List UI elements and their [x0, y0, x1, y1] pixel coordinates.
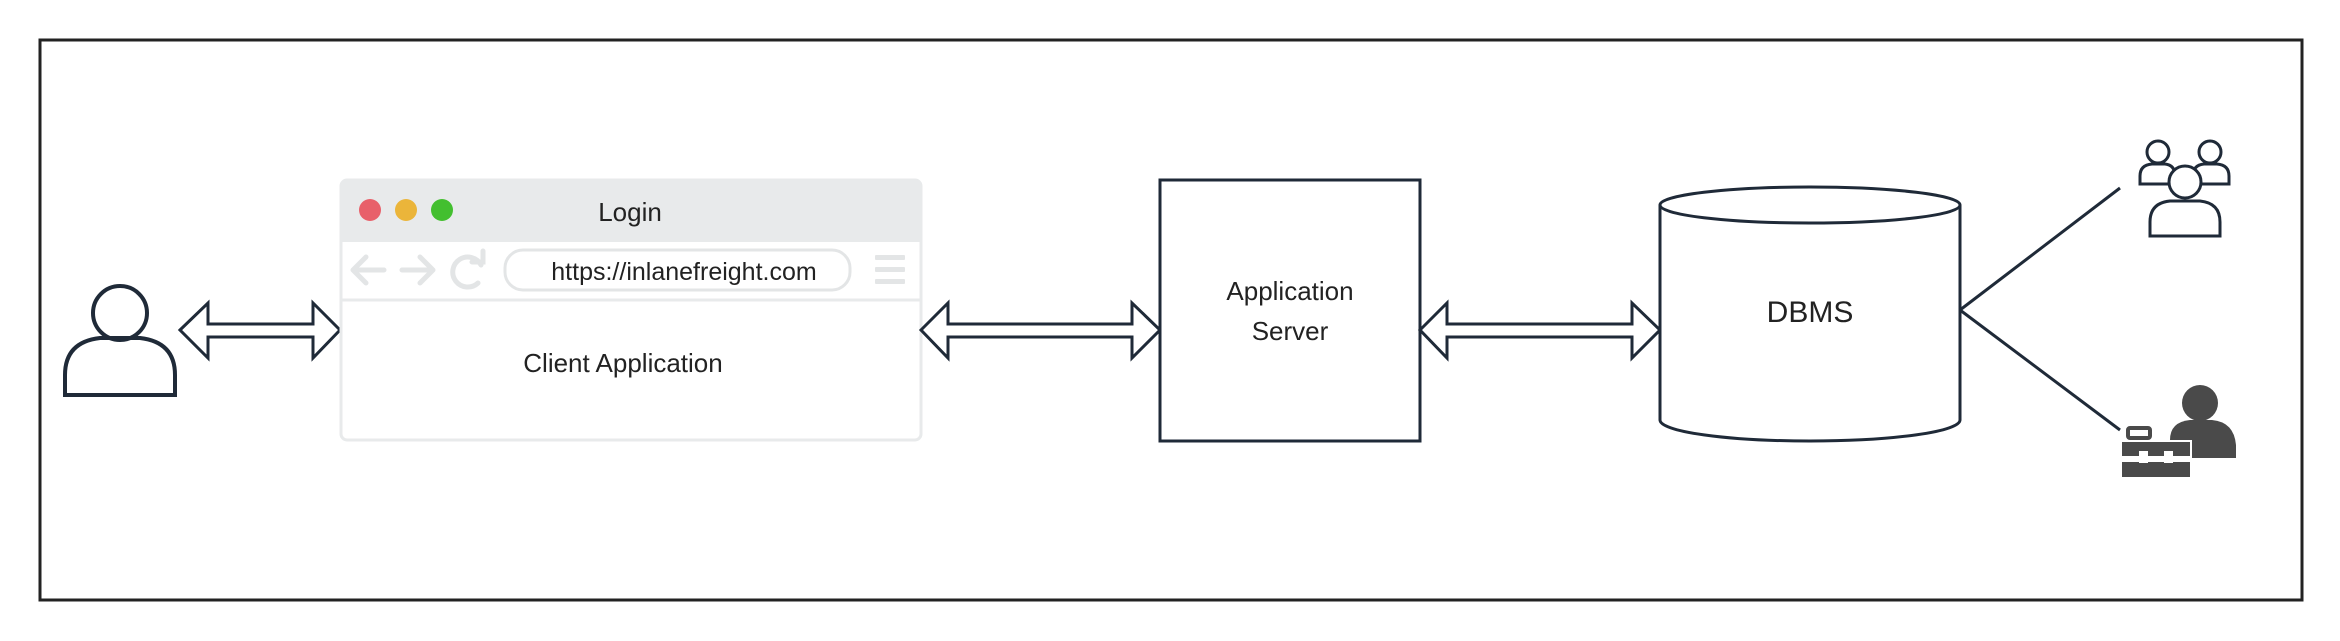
maximize-dot[interactable]	[431, 199, 453, 221]
reload-icon[interactable]	[450, 248, 486, 290]
outer-frame	[38, 38, 2304, 602]
server-label-line2: Server	[1252, 316, 1329, 346]
dbms-cylinder	[1658, 185, 1962, 443]
server-label-line1: Application	[1226, 276, 1353, 306]
application-server-box	[1158, 178, 1422, 443]
admin-toolbox-icon	[2120, 385, 2236, 479]
client-application-label: Client Application	[523, 348, 722, 378]
double-arrow-user-browser	[177, 299, 343, 362]
double-arrow-browser-server	[918, 299, 1163, 362]
minimize-dot[interactable]	[395, 199, 417, 221]
browser-title: Login	[598, 197, 662, 227]
forward-arrow-icon[interactable]	[399, 254, 436, 286]
url-text: https://inlanefreight.com	[551, 258, 816, 286]
double-arrow-server-dbms	[1417, 299, 1663, 362]
back-arrow-icon[interactable]	[350, 254, 387, 286]
connector-dbms-admin	[1959, 308, 2121, 432]
users-group-icon	[2138, 139, 2231, 238]
dbms-label: DBMS	[1767, 296, 1854, 329]
url-bar[interactable]	[503, 248, 852, 292]
connector-dbms-users	[1959, 186, 2121, 312]
browser-titlebar	[341, 180, 921, 242]
menu-icon[interactable]	[875, 255, 905, 284]
user-icon	[63, 284, 177, 397]
browser-window: Login https://inlanefreight.com Client A…	[339, 178, 923, 442]
close-dot[interactable]	[359, 199, 381, 221]
